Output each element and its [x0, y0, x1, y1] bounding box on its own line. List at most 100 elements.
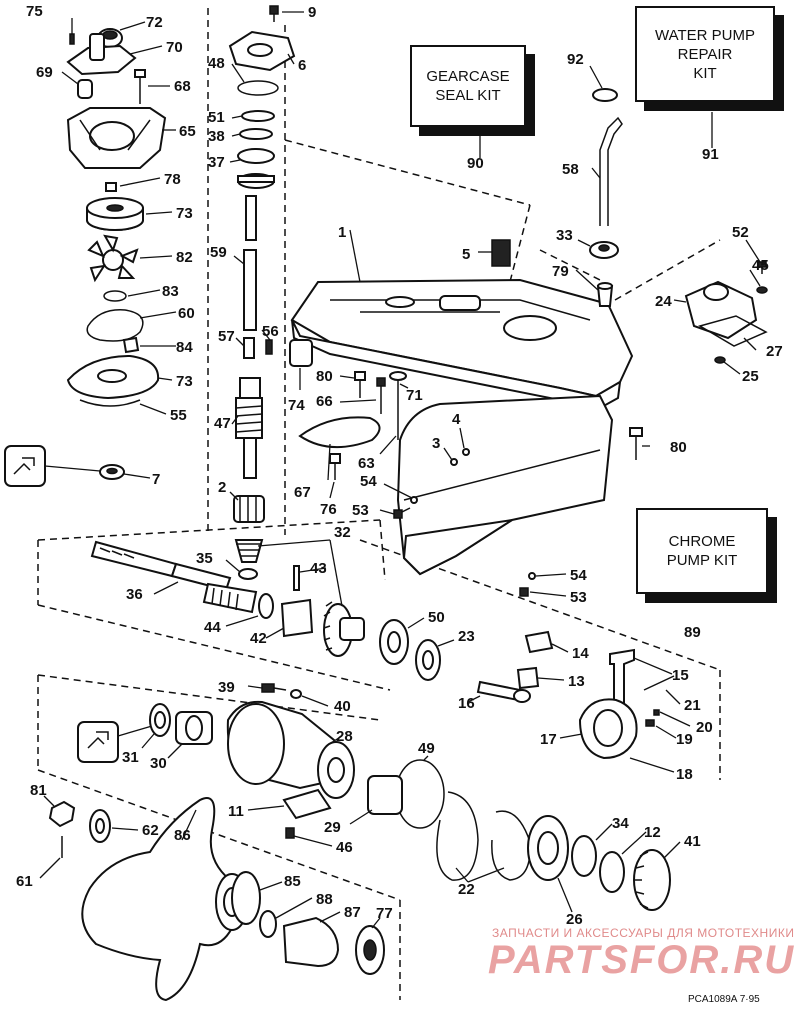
callout-31: 31	[122, 749, 139, 766]
callout-39: 39	[218, 679, 235, 696]
rear-rings	[436, 791, 671, 911]
gearcase-housing	[290, 278, 634, 576]
callout-72: 72	[146, 14, 163, 31]
callout-79: 79	[552, 263, 569, 280]
callout-80b: 80	[670, 439, 687, 456]
callout-36: 36	[126, 586, 143, 603]
callout-88: 88	[316, 891, 333, 908]
callout-44: 44	[204, 619, 221, 636]
callout-27: 27	[766, 343, 783, 360]
driveshaft-stack	[228, 5, 296, 580]
callout-53: 53	[352, 502, 369, 519]
callout-28: 28	[336, 728, 353, 745]
callout-54: 54	[360, 473, 377, 490]
callout-70: 70	[166, 39, 183, 56]
callout-59: 59	[210, 244, 227, 261]
callout-62: 62	[142, 822, 159, 839]
callout-56: 56	[262, 323, 279, 340]
callout-6: 6	[298, 57, 306, 74]
leader-lines	[39, 11, 761, 929]
callout-90: 90	[467, 155, 484, 172]
callout-53b: 53	[570, 589, 587, 606]
callout-76: 76	[320, 501, 337, 518]
callout-75: 75	[26, 3, 43, 20]
right-upper-parts	[289, 88, 768, 597]
callout-11: 11	[228, 803, 244, 820]
callout-69: 69	[36, 64, 53, 81]
callout-24: 24	[655, 293, 672, 310]
callout-55: 55	[170, 407, 187, 424]
callout-73: 73	[176, 205, 193, 222]
callout-25: 25	[742, 368, 759, 385]
callout-68: 68	[174, 78, 191, 95]
callout-34: 34	[612, 815, 629, 832]
callout-61: 61	[16, 873, 33, 890]
callout-91: 91	[702, 146, 719, 163]
callout-4: 4	[452, 411, 461, 428]
callout-33: 33	[556, 227, 573, 244]
watermark-tagline: ЗАПЧАСТИ И АКСЕССУАРЫ ДЛЯ МОТОТЕХНИКИ	[492, 926, 795, 940]
callout-23: 23	[458, 628, 475, 645]
callout-81: 81	[30, 782, 47, 799]
callout-47: 47	[214, 415, 231, 432]
callout-52: 52	[732, 224, 749, 241]
callout-58: 58	[562, 161, 579, 178]
callout-14: 14	[572, 645, 589, 662]
chrome-pump-kit-line1: CHROME	[668, 533, 736, 550]
callout-32: 32	[334, 524, 351, 541]
callout-73b: 73	[176, 373, 193, 390]
gearcase-seal-kit-line2: SEAL KIT	[435, 87, 501, 104]
callout-1: 1	[338, 224, 346, 241]
water-pump-repair-kit-box: WATER PUMP REPAIR KIT	[635, 6, 775, 102]
callout-7: 7	[152, 471, 160, 488]
callout-16: 16	[458, 695, 475, 712]
callout-65: 65	[179, 123, 196, 140]
callout-38: 38	[208, 128, 225, 145]
callout-42: 42	[250, 630, 267, 647]
callout-29: 29	[324, 819, 341, 836]
callout-86: 86	[174, 827, 191, 844]
callout-57: 57	[218, 328, 235, 345]
chrome-pump-kit-box: CHROME PUMP KIT	[636, 508, 768, 594]
callout-9: 9	[308, 4, 316, 21]
propshaft-row	[90, 540, 441, 681]
bearing-carrier-row	[77, 683, 445, 839]
callout-60: 60	[178, 305, 195, 322]
water-pump-kit-line2: REPAIR	[677, 45, 733, 63]
callout-77: 77	[376, 905, 393, 922]
callout-51: 51	[208, 109, 225, 126]
callout-43: 43	[310, 560, 327, 577]
callout-67: 67	[294, 484, 311, 501]
callout-54b: 54	[570, 567, 587, 584]
callout-2: 2	[218, 479, 226, 496]
callout-13: 13	[568, 673, 585, 690]
watermark-logo: PARTSFOR.RU	[488, 938, 796, 982]
figure-code: PCA1089A 7·95	[688, 994, 760, 1005]
callout-15: 15	[672, 667, 689, 684]
water-pump-kit-line3: KIT	[693, 64, 717, 82]
gearcase-seal-kit-line1: GEARCASE	[426, 68, 510, 85]
callout-numbers: 75 72 70 69 68 65 78 73 82 83 60 84 73 5…	[16, 3, 783, 928]
water-pump-kit-line1: WATER PUMP	[655, 26, 755, 44]
callout-78: 78	[164, 171, 181, 188]
callout-35: 35	[196, 550, 213, 567]
callout-17: 17	[540, 731, 557, 748]
callout-71: 71	[406, 387, 423, 404]
callout-49: 49	[418, 740, 435, 757]
callout-74: 74	[288, 397, 305, 414]
callout-41: 41	[684, 833, 701, 850]
callout-48: 48	[208, 55, 225, 72]
callout-50: 50	[428, 609, 445, 626]
callout-5: 5	[462, 246, 470, 263]
callout-37: 37	[208, 154, 225, 171]
callout-30: 30	[150, 755, 167, 772]
shift-mechanism	[476, 630, 675, 760]
callout-66: 66	[316, 393, 333, 410]
callout-3: 3	[432, 435, 440, 452]
callout-85: 85	[284, 873, 301, 890]
callout-63: 63	[358, 455, 375, 472]
callout-89: 89	[684, 624, 701, 641]
callout-21: 21	[684, 697, 701, 714]
chrome-pump-kit-line2: PUMP KIT	[666, 552, 738, 569]
